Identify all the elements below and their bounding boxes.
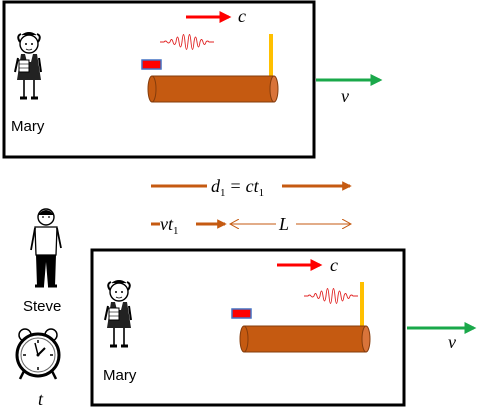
- mary-figure-icon-bottom: [103, 279, 133, 348]
- top-frame: Mary c v: [2, 0, 383, 159]
- steve-label: Steve: [23, 298, 61, 315]
- bottom-frame: Mary c v: [90, 248, 477, 407]
- distance-equation-text: d1=ct1: [211, 176, 264, 199]
- alarm-clock-icon: [15, 328, 61, 380]
- travel-label: vt1: [160, 214, 179, 237]
- mary-figure-icon: [13, 31, 43, 100]
- light-source-icon-bottom: [231, 308, 252, 319]
- rod-icon: [147, 75, 279, 103]
- velocity-label-bottom: v: [448, 332, 456, 352]
- bottom-frame-border: [90, 248, 406, 407]
- light-speed-label-bottom: c: [330, 255, 338, 275]
- light-source-icon: [141, 59, 162, 70]
- clock-time-label: t: [38, 389, 44, 409]
- top-frame-border: [2, 0, 316, 159]
- length-label: L: [278, 214, 289, 234]
- light-pulse-icon-bottom: [303, 288, 359, 304]
- velocity-label: v: [341, 86, 349, 106]
- rod-icon-bottom: [239, 325, 371, 353]
- distance-equation: d1=ct1: [151, 176, 352, 199]
- mary-label-bottom: Mary: [103, 367, 137, 384]
- light-speed-label: c: [238, 6, 246, 26]
- observer: Steve t: [15, 208, 62, 409]
- mary-label: Mary: [11, 118, 45, 135]
- travel-equation: vt1 L: [151, 214, 351, 237]
- steve-figure-icon: [30, 208, 62, 288]
- light-pulse-icon: [159, 34, 215, 50]
